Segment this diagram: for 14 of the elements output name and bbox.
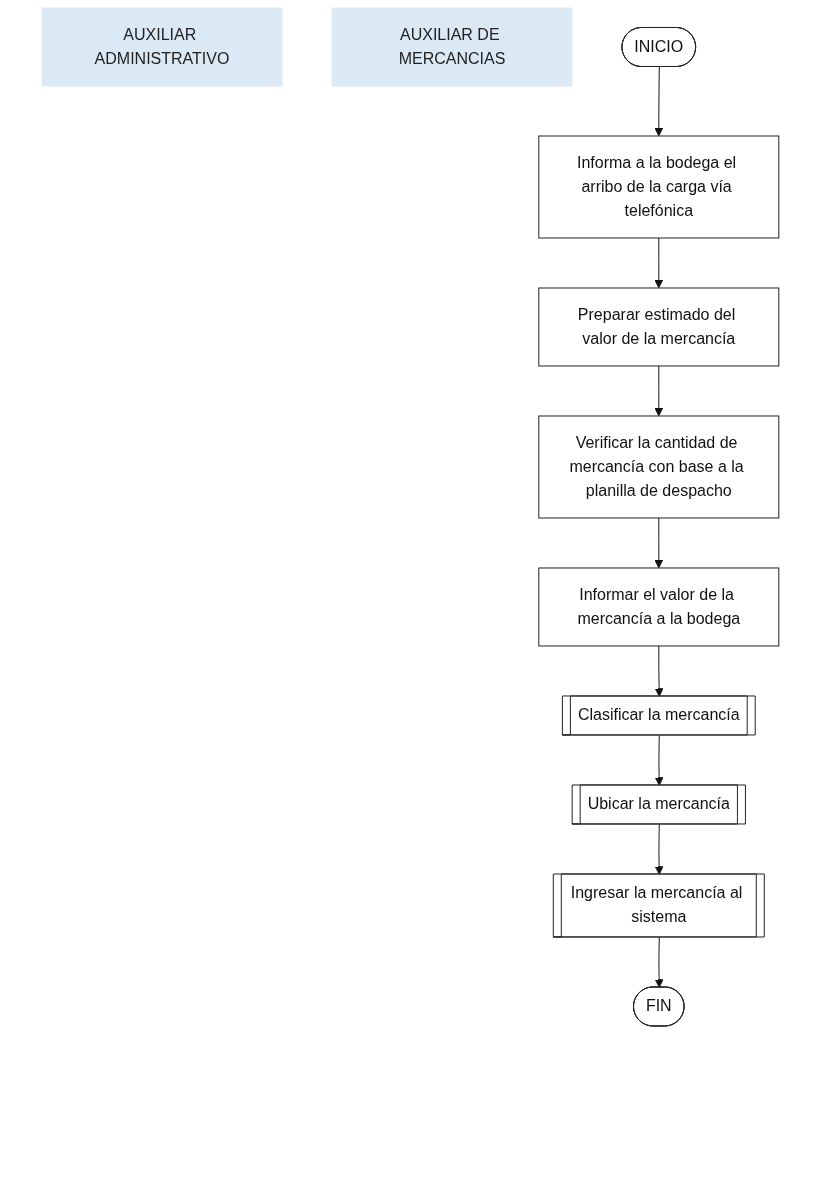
arrow bbox=[654, 824, 664, 875]
node-box: Preparar estimado del valor de la mercancía bbox=[537, 287, 779, 367]
arrow bbox=[654, 66, 663, 137]
arrow bbox=[654, 517, 663, 569]
arrow bbox=[654, 237, 663, 289]
arrow bbox=[654, 936, 664, 988]
node-box: Informa a la bodega el arribo de la carga vía telefónica bbox=[537, 135, 779, 239]
arrow bbox=[654, 365, 663, 417]
node-box: Informar el valor de la mercancía a la bodega bbox=[537, 567, 779, 647]
node-box: Verificar la cantidad de mercancía con base a la planilla de despacho bbox=[537, 415, 779, 519]
node-box: AUXILIAR ADMINISTRATIVO bbox=[41, 7, 283, 87]
arrow bbox=[654, 735, 664, 786]
arrow bbox=[654, 645, 664, 697]
node-box: AUXILIAR DE MERCANCIAS bbox=[331, 7, 573, 87]
